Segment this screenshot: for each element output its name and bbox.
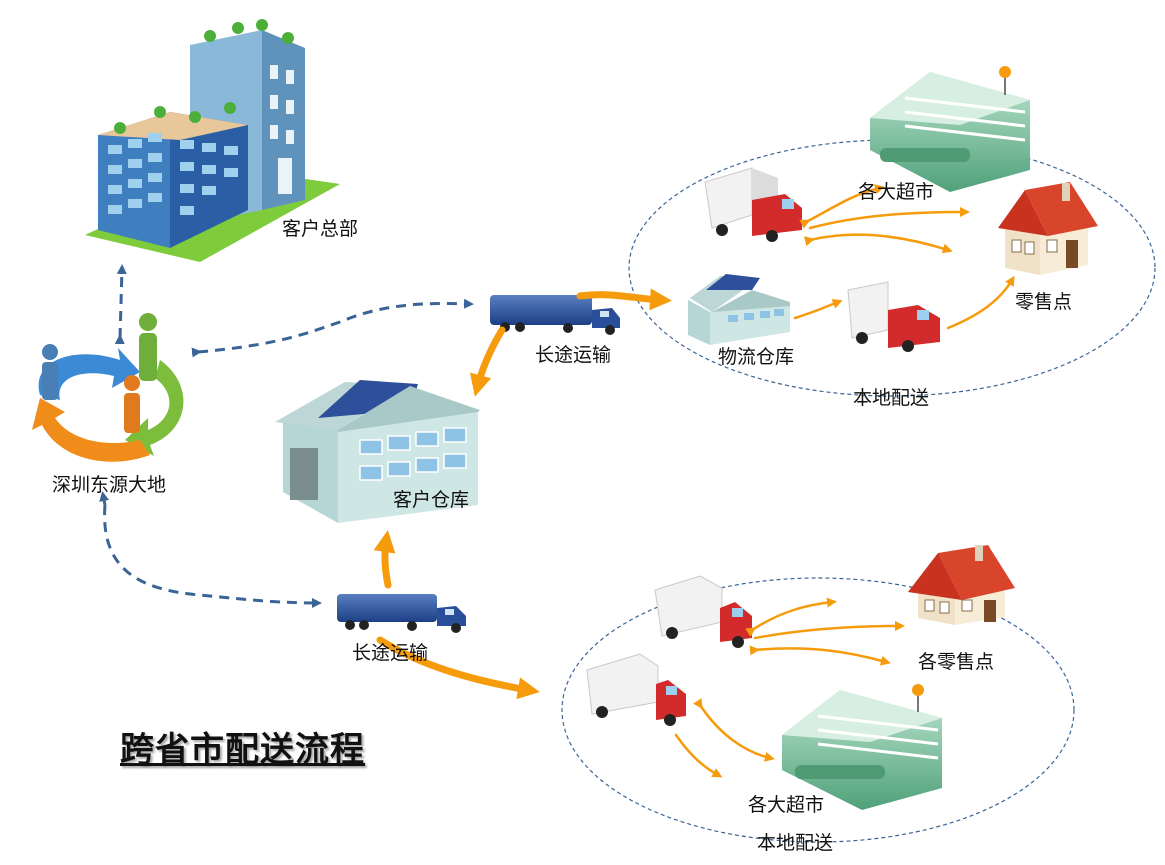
- customer-warehouse-label: 客户仓库: [393, 489, 470, 511]
- local-delivery-top-label: 本地配送: [853, 387, 930, 409]
- retail-points-bottom-label: 各零售点: [918, 651, 995, 673]
- box-truck-icon: [847, 281, 940, 352]
- orange-arrows: [373, 184, 1015, 778]
- dashed-arrows: [103, 264, 474, 608]
- hq-label: 客户总部: [282, 218, 359, 240]
- diagram-title: 跨省市配送流程: [120, 730, 365, 770]
- supermarkets-top-label: 各大超市: [858, 181, 935, 203]
- supermarket-icon: [870, 66, 1030, 192]
- office-building-icon: [85, 19, 340, 262]
- box-truck-icon: [586, 653, 686, 726]
- semi-truck-icon: [490, 295, 620, 335]
- bottom-delivery-region: [561, 577, 1075, 843]
- house-icon: [908, 545, 1015, 625]
- house-icon: [998, 182, 1098, 275]
- supermarket-icon: [782, 684, 942, 810]
- people-cycle-icon: [32, 313, 184, 462]
- warehouse-icon: [688, 274, 790, 345]
- logistics-warehouse-label: 物流仓库: [718, 346, 795, 368]
- local-delivery-bottom-label: 本地配送: [757, 832, 834, 854]
- box-truck-icon: [704, 167, 802, 242]
- long-haul-bottom-label: 长途运输: [352, 642, 429, 664]
- warehouse-icon: [275, 380, 480, 523]
- semi-truck-icon: [337, 594, 466, 633]
- long-haul-top-label: 长途运输: [535, 344, 612, 366]
- box-truck-icon: [654, 575, 752, 648]
- retail-point-top-label: 零售点: [1015, 291, 1073, 313]
- supermarkets-bottom-label: 各大超市: [748, 794, 825, 816]
- company-label: 深圳东源大地: [52, 474, 167, 496]
